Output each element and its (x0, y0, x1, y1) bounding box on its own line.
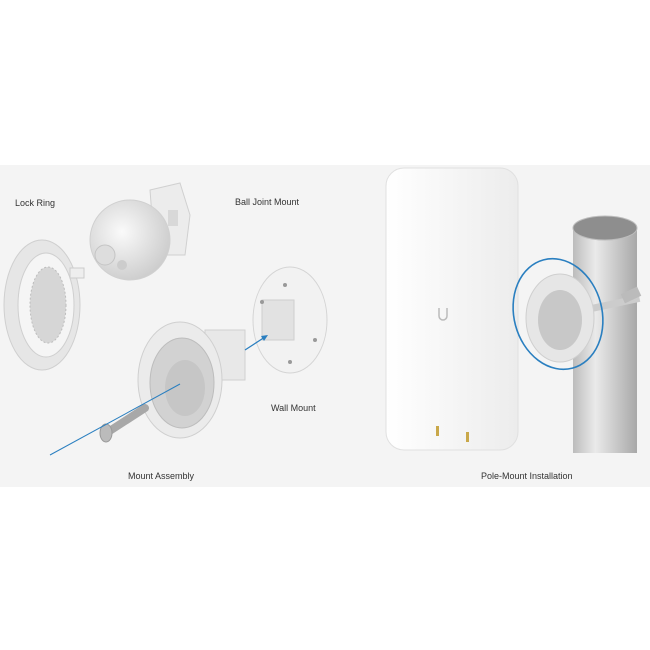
ball-joint-part (89, 182, 191, 281)
screw-part (99, 404, 149, 443)
arrow-icon (261, 335, 268, 341)
mount-assembly-part (137, 321, 246, 439)
wall-mount-part (252, 266, 328, 374)
rotation-arrow-icon (512, 257, 604, 371)
label-lock-ring: Lock Ring (15, 198, 56, 208)
antenna-panel (385, 167, 519, 451)
pole-mount-part (512, 257, 604, 371)
label-ball-joint-mount: Ball Joint Mount (235, 197, 300, 207)
guide-line (244, 336, 266, 351)
label-pole-mount-installation: Pole-Mount Installation (481, 471, 573, 481)
label-mount-assembly: Mount Assembly (128, 471, 195, 481)
guide-line (49, 383, 181, 456)
lock-ring-part (3, 239, 85, 371)
ubiquiti-logo-icon (438, 308, 448, 321)
label-wall-mount: Wall Mount (271, 403, 316, 413)
